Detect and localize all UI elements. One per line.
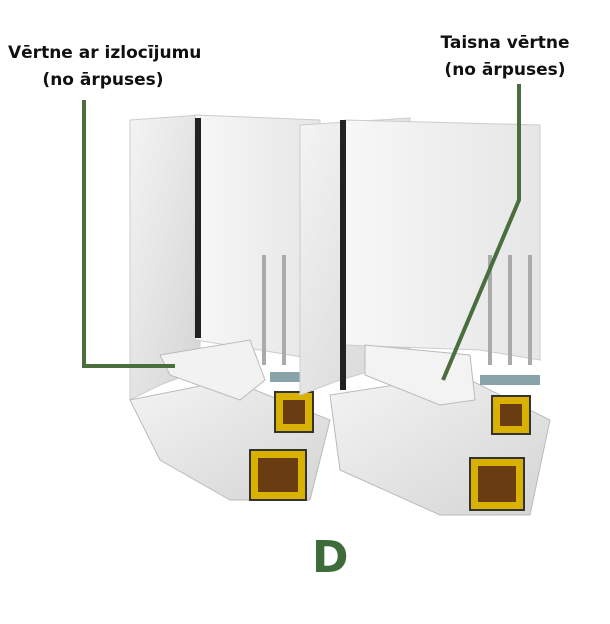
- variant-letter: D: [312, 532, 349, 583]
- leader-line-left: [82, 100, 175, 368]
- label-curved-sash-line1: Vērtne ar izlocījumu: [8, 43, 202, 63]
- label-curved-sash: Vērtne ar izlocījumu (no ārpuses): [8, 40, 202, 94]
- left-window-profile: [129, 114, 331, 501]
- label-curved-sash-line2: (no ārpuses): [42, 70, 164, 90]
- right-window-profile: [299, 117, 551, 516]
- label-straight-sash-line1: Taisna vērtne: [440, 33, 570, 53]
- label-straight-sash-line2: (no ārpuses): [444, 60, 566, 80]
- label-straight-sash: Taisna vērtne (no ārpuses): [430, 30, 580, 84]
- leader-line-right: [441, 84, 521, 381]
